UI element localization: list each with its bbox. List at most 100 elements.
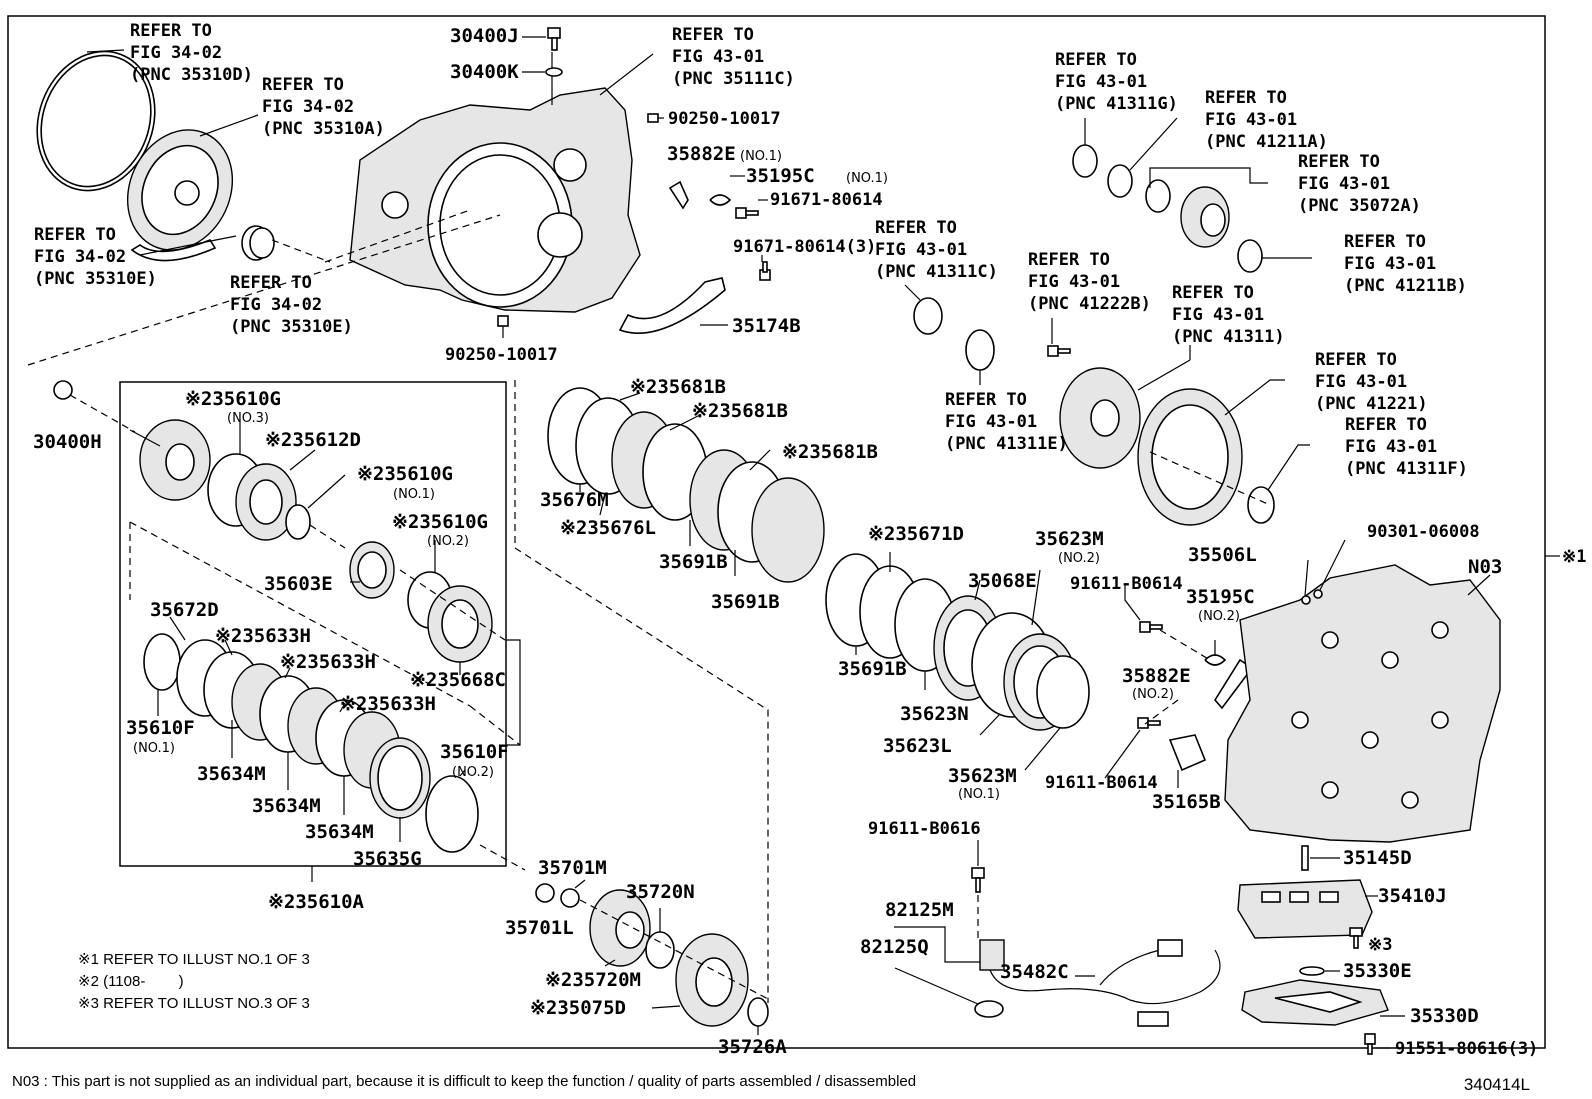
- part-label-p-82125q: 82125Q: [860, 936, 929, 958]
- part-label-ref-35111c-line-3: (PNC 35111C): [672, 69, 795, 89]
- part-label-p-35330d: 35330D: [1410, 1005, 1479, 1027]
- part-label-ref-41211b-line-2: FIG 43-01: [1344, 254, 1436, 274]
- part-label-ref-35310d-line-3: (PNC 35310D): [130, 65, 253, 85]
- part-label-ref-41211a-line-1: REFER TO: [1205, 88, 1287, 108]
- part-label-p-90301-06008: 90301-06008: [1367, 522, 1480, 542]
- legend-line-3: ※3 REFER TO ILLUST NO.3 OF 3: [78, 995, 310, 1012]
- seal-35668c: [427, 585, 493, 663]
- part-label-p-35691b-a: 35691B: [659, 551, 728, 573]
- part-label-p-35623m-1: 35623M: [948, 765, 1017, 787]
- snap-ring-35610f-no1: [143, 633, 181, 691]
- clutch-stack-35671d-35623: [825, 553, 1090, 731]
- o-ring-82125q: [974, 1000, 1004, 1018]
- part-label-ref-35072a-line-2: FIG 43-01: [1298, 174, 1390, 194]
- part-label-ref-41311g-line-2: FIG 43-01: [1055, 72, 1147, 92]
- part-label-p-35623l: 35623L: [883, 735, 952, 757]
- sublabel-s-no2-d: (NO.2): [1198, 609, 1240, 624]
- clutch-drum-box: [119, 381, 507, 867]
- part-label-p-35610a: ※235610A: [268, 891, 365, 913]
- sublabel-s-no1-c: (NO.1): [393, 487, 435, 502]
- part-label-p-35691b-c: 35691B: [838, 658, 907, 680]
- part-label-p-35623m-2: 35623M: [1035, 528, 1104, 550]
- part-label-ref-41311c-line-1: REFER TO: [875, 218, 957, 238]
- part-label-ref-41311f-line-1: REFER TO: [1345, 415, 1427, 435]
- part-label-p-91611-b0614-b: 91611-B0614: [1045, 773, 1158, 793]
- bolt-91671-80614-3: [759, 261, 771, 281]
- part-label-p-35672d: 35672D: [150, 599, 219, 621]
- part-label-p-35610g-2: ※235610G: [392, 511, 488, 533]
- sublabel-s-no2-c: (NO.2): [452, 765, 494, 780]
- strainer-35330d: [1241, 979, 1389, 1026]
- oil-seal-35310e: [241, 225, 275, 261]
- part-label-ref-41221-line-3: (PNC 41221): [1315, 394, 1428, 414]
- bolt-x3: [1349, 927, 1363, 949]
- part-label-p-30400j: 30400J: [450, 25, 519, 47]
- gear-35720m: [589, 889, 651, 967]
- part-label-p-35195c-2: 35195C: [1186, 586, 1255, 608]
- part-label-p-x1: ※1: [1562, 547, 1586, 567]
- part-label-p-35482c: 35482C: [1000, 961, 1069, 983]
- part-label-p-35635g: 35635G: [353, 848, 422, 870]
- part-label-p-35612d: ※235612D: [265, 429, 361, 451]
- part-label-ref-41222b-line-3: (PNC 41222B): [1028, 294, 1151, 314]
- part-label-p-x3: ※3: [1368, 935, 1392, 955]
- part-label-p-35610g-3: ※235610G: [185, 388, 281, 410]
- baffle-35174b: [618, 277, 726, 334]
- sublabel-s-no1-a: (NO.1): [740, 149, 782, 164]
- part-label-ref-41211a-line-3: (PNC 41211A): [1205, 132, 1328, 152]
- bracket-35165b: [1168, 734, 1207, 772]
- part-label-ref-41311g-line-3: (PNC 41311G): [1055, 94, 1178, 114]
- gasket-30400k: [545, 67, 563, 77]
- part-label-p-35671d: ※235671D: [868, 523, 964, 545]
- sublabel-s-no2-a: (NO.2): [427, 534, 469, 549]
- ring-gear-41221: [1137, 388, 1243, 526]
- part-label-p-91611-b0614-a: 91611-B0614: [1070, 574, 1183, 594]
- bearing-41311f: [1247, 486, 1275, 524]
- part-label-ref-35310a-line-1: REFER TO: [262, 75, 344, 95]
- seal-35701l: [535, 883, 555, 903]
- part-label-p-30400k: 30400K: [450, 61, 519, 83]
- part-label-p-91671-80614: 91671-80614: [770, 190, 883, 210]
- part-label-ref-41222b-line-1: REFER TO: [1028, 250, 1110, 270]
- gasket-35330e: [1299, 966, 1325, 976]
- part-label-p-35634m-c: 35634M: [305, 821, 374, 843]
- bearing-41311e: [965, 329, 995, 371]
- part-label-p-35720m: ※235720M: [545, 969, 641, 991]
- seal-41311g: [1072, 144, 1098, 178]
- part-label-p-35075d: ※235075D: [530, 997, 626, 1019]
- sublabel-s-no2-e: (NO.2): [1132, 687, 1174, 702]
- part-label-ref-41311e-line-1: REFER TO: [945, 390, 1027, 410]
- part-label-p-35068e: 35068E: [968, 570, 1037, 592]
- bolt-91611-b0614-b: [1137, 717, 1161, 729]
- part-label-p-35634m-b: 35634M: [252, 795, 321, 817]
- bolt-91671-80614: [735, 207, 759, 219]
- bolt-91551-80616: [1364, 1033, 1376, 1055]
- gear-35072a: [1145, 179, 1230, 248]
- transaxle-housing-35111c: [349, 87, 641, 313]
- part-label-p-35691b-b: 35691B: [711, 591, 780, 613]
- sublabel-s-no1-e: (NO.1): [958, 787, 1000, 802]
- clip-35882e-no1: [668, 180, 689, 210]
- part-label-ref-41211b-line-3: (PNC 41211B): [1344, 276, 1467, 296]
- drum-35610g-no3: [129, 419, 211, 501]
- part-label-p-35676m: 35676M: [540, 489, 609, 511]
- part-label-p-35145d: 35145D: [1343, 847, 1412, 869]
- part-label-p-35506l: 35506L: [1188, 544, 1257, 566]
- gear-35075d: [675, 933, 749, 1027]
- sublabel-s-no3: (NO.3): [227, 411, 269, 426]
- part-label-ref-35111c-line-1: REFER TO: [672, 25, 754, 45]
- piston-35612d: [235, 463, 297, 541]
- part-label-p-30400h: 30400H: [33, 431, 102, 453]
- clutch-stack-35681b-35691b: [547, 387, 825, 583]
- part-label-ref-35310a-line-3: (PNC 35310A): [262, 119, 385, 139]
- part-label-p-35195c-1: 35195C: [746, 165, 815, 187]
- part-label-p-n03: N03: [1468, 556, 1502, 578]
- part-label-p-90250-10017-b: 90250-10017: [445, 345, 558, 365]
- part-label-p-35701l: 35701L: [505, 917, 574, 939]
- clip-35195c-no2: [1204, 654, 1227, 666]
- snap-ring-35610f-no2: [425, 775, 479, 853]
- legend-line-2: ※2 (1108- ): [78, 973, 184, 990]
- legend: ※1 REFER TO ILLUST NO.1 OF 3 ※2 (1108- )…: [78, 951, 310, 1012]
- part-label-p-35603e: 35603E: [264, 573, 333, 595]
- transaxle-assembly-n03: [1224, 564, 1501, 843]
